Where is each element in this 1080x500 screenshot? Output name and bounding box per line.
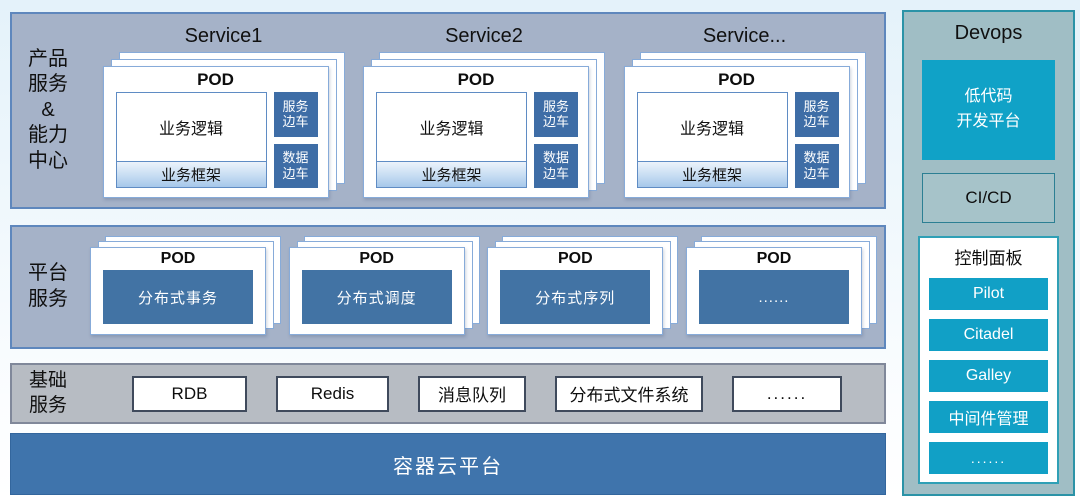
platform-band: 平台 服务 POD 分布式事务 POD 分布式调度 [10, 225, 886, 349]
data-sidecar: 数据 边车 [794, 143, 839, 188]
business-box: 业务逻辑 业务框架 [636, 92, 788, 188]
pilot-box: Pilot [929, 278, 1048, 310]
galley-box: Galley [929, 360, 1048, 392]
citadel-box: Citadel [929, 319, 1048, 351]
business-framework: 业务框架 [637, 161, 787, 187]
business-box: 业务逻辑 业务框架 [376, 92, 527, 188]
pod-title: POD [359, 250, 394, 267]
pod-title: POD [718, 70, 755, 89]
container-cloud-platform-label: 容器云平台 [393, 455, 503, 478]
business-logic: 业务逻辑 [679, 121, 744, 138]
pod-title: POD [557, 250, 593, 267]
rdb-box: RDB [132, 375, 247, 412]
platform-pods: POD 分布式事务 POD 分布式调度 POD 分布式序列 [84, 227, 884, 347]
pod-stack: POD 分布式调度 [288, 236, 481, 338]
pod-card: POD 业务逻辑 业务框架 服务 边车 数据 边车 [623, 66, 850, 198]
service-title: Service1 [184, 25, 263, 47]
control-panel-title: 控制面板 [954, 249, 1023, 268]
cicd-box: CI/CD [922, 173, 1055, 223]
middleware-management-box: 中间件管理 [929, 401, 1048, 433]
pod-stack: POD 分布式序列 [487, 236, 679, 338]
redis-box: Redis [276, 375, 389, 412]
container-cloud-platform-bar: 容器云平台 [10, 433, 886, 495]
pod-stack: POD 业务逻辑 业务框架 服务 边车 数据 边车 [363, 52, 605, 200]
product-band: 产品 服务 & 能力 中心 Service1 POD 业务逻辑 业务框架 [10, 12, 886, 209]
pod-card: POD 业务逻辑 业务框架 服务 边车 数据 边车 [363, 66, 589, 198]
more-controls-box: ...... [929, 442, 1048, 474]
control-panel: 控制面板 Pilot Citadel Galley 中间件管理 ...... [918, 236, 1059, 484]
base-band-label: 基础 服务 [28, 370, 67, 416]
distributed-sequence-box: 分布式序列 [500, 270, 651, 324]
more-pods-box: ...... [698, 270, 849, 324]
pod-card: POD 业务逻辑 业务框架 服务 边车 数据 边车 [102, 66, 329, 198]
platform-band-label: 平台 服务 [28, 262, 68, 310]
devops-panel: Devops 低代码 开发平台 CI/CD 控制面板 Pilot Citadel… [902, 10, 1075, 496]
pod-title: POD [457, 70, 495, 89]
service-group-3: Service... POD 业务逻辑 业务框架 服务 边车 [623, 20, 866, 200]
service-sidecar: 服务 边车 [794, 92, 839, 137]
business-framework: 业务框架 [377, 161, 526, 187]
base-band: 基础 服务 RDB Redis 消息队列 分布式文件系统 ...... [10, 363, 886, 424]
devops-title: Devops [954, 22, 1023, 44]
service-title: Service... [702, 25, 787, 47]
pod-card: POD 分布式调度 [288, 247, 465, 335]
pod-stack: POD 分布式事务 [90, 236, 282, 338]
pod-title: POD [197, 70, 234, 89]
business-framework: 业务框架 [116, 161, 266, 187]
service-group-1: Service1 POD 业务逻辑 业务框架 服务 边车 [102, 20, 345, 200]
base-service-items: RDB Redis 消息队列 分布式文件系统 ...... [132, 375, 884, 412]
service-sidecar: 服务 边车 [273, 92, 318, 137]
business-logic: 业务逻辑 [419, 121, 484, 138]
distributed-transaction-box: 分布式事务 [103, 270, 253, 324]
more-services-box: ...... [732, 375, 842, 412]
service-title: Service2 [445, 25, 523, 47]
pod-card: POD 分布式事务 [90, 247, 266, 335]
pod-card: POD ...... [685, 247, 862, 335]
business-logic: 业务逻辑 [158, 121, 223, 138]
pod-title: POD [756, 250, 792, 267]
pod-stack: POD ...... [685, 236, 878, 338]
pod-stack: POD 业务逻辑 业务框架 服务 边车 数据 边车 [623, 52, 866, 200]
pod-card: POD 分布式序列 [487, 247, 664, 335]
distributed-file-system-box: 分布式文件系统 [555, 375, 703, 412]
business-box: 业务逻辑 业务框架 [115, 92, 267, 188]
pod-title: POD [160, 250, 196, 267]
data-sidecar: 数据 边车 [534, 143, 578, 188]
service-groups: Service1 POD 业务逻辑 业务框架 服务 边车 [84, 14, 884, 207]
data-sidecar: 数据 边车 [273, 143, 318, 188]
distributed-scheduler-box: 分布式调度 [301, 270, 452, 324]
pod-stack: POD 业务逻辑 业务框架 服务 边车 数据 边车 [102, 52, 345, 200]
lowcode-platform-box: 低代码 开发平台 [922, 60, 1055, 160]
product-band-label: 产品 服务 & 能力 中心 [28, 47, 68, 172]
service-group-2: Service2 POD 业务逻辑 业务框架 服务 边车 [363, 20, 605, 200]
service-sidecar: 服务 边车 [534, 92, 578, 137]
message-queue-box: 消息队列 [418, 375, 526, 412]
